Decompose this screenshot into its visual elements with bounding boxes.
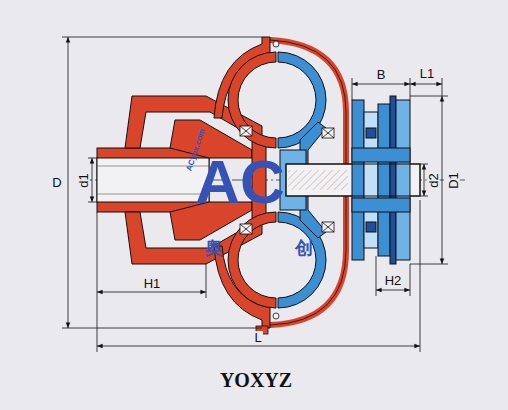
dimension-label: H2 <box>384 274 403 287</box>
flange-coupling <box>352 96 410 264</box>
watermark-logo: AC <box>195 151 285 213</box>
dimension-label: L1 <box>419 67 435 80</box>
dimension-label: d2 <box>427 172 440 188</box>
watermark-char: 奥 <box>205 239 223 257</box>
dimension-label: d1 <box>77 172 90 188</box>
dimension-label: D <box>51 176 62 189</box>
watermark-char: 创 <box>295 239 313 257</box>
dimension-label: L <box>253 331 262 344</box>
model-title: YOXYZ <box>220 370 292 390</box>
dimension-label: H1 <box>143 277 162 290</box>
dimension-label: D1 <box>447 171 460 190</box>
dimension-label: B <box>376 68 387 81</box>
shaft-key <box>288 170 348 190</box>
dimension-lines <box>62 37 448 352</box>
